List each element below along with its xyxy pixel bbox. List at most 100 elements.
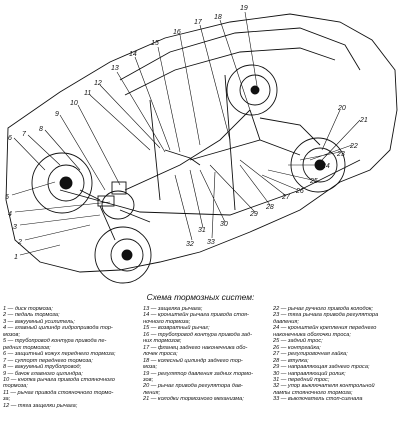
legend-item: мозов; [3, 331, 21, 338]
legend-column-2: 13 — защелка рычага; 14 — кронштейн рыча… [143, 306, 272, 428]
legend-item: тормоза; [3, 383, 28, 390]
car-window-line [124, 47, 336, 96]
legend-item: 31 — передний трос; [273, 376, 330, 383]
legend-item: 22 — рычаг ручного привода колодок; [273, 306, 373, 312]
rear-brake-line [124, 109, 251, 191]
figure-caption: Схема тормозных систем: [146, 292, 255, 302]
front-right-wheel [94, 226, 152, 284]
legend-item: за; [3, 396, 11, 403]
legend-item: 28 — втулка; [273, 357, 309, 364]
handbrake-cables [189, 109, 301, 161]
callout-leaders [11, 11, 361, 256]
legend-item: 2 — педаль тормоза; [3, 312, 60, 319]
callout-29: 29 [249, 211, 258, 218]
legend-item: 4 — главный цилиндр гидропривода тор- [3, 325, 113, 332]
callout-30: 30 [220, 221, 228, 228]
callout-6: 6 [8, 135, 12, 142]
front-left-wheel [31, 152, 93, 214]
reservoir [111, 181, 127, 195]
legend-item: 20 — рычаг привода регулятора дав- [143, 383, 243, 390]
callout-27: 27 [281, 194, 291, 201]
callout-11: 11 [84, 90, 91, 97]
legend-item: 12 — тяга защелки рычага; [3, 402, 78, 409]
pressure-regulator-rod [259, 117, 321, 146]
legend-item: 24 — кронштейн крепления переднего [273, 325, 377, 332]
callout-8: 8 [39, 126, 43, 133]
legend-item: ночного тормоза; [143, 318, 191, 325]
legend-column-1: 1 — диск тормоза; 2 — педаль тормоза; 3 … [3, 306, 142, 428]
legend-item: 9 — бачок главного цилиндра; [3, 370, 83, 377]
callout-4: 4 [8, 211, 12, 218]
legend-item: них тормозов; [143, 338, 182, 345]
legend-item: 30 — направляющий ролик; [273, 370, 346, 377]
callout-31: 31 [198, 227, 206, 234]
legend-item: 33 — выключатель стоп-сигнала [273, 396, 363, 403]
callout-2: 2 [17, 239, 22, 246]
car-roof-line [119, 27, 361, 81]
master-cylinder [97, 195, 115, 207]
legend-item: моза; [143, 364, 158, 371]
legend-item: 23 — тяга рычага привода регулятора [273, 312, 379, 319]
legend-item: 8 — вакуумный трубопровод; [3, 364, 82, 371]
legend-item: 29 — направляющая заднего троса; [273, 364, 370, 371]
car-door-line [149, 74, 236, 211]
car-body-outline [5, 13, 398, 273]
callout-20: 20 [337, 105, 346, 112]
legend-item: 26 — контргайка; [273, 344, 321, 351]
legend-item: 17 — фланец заднего наконечника обо- [143, 344, 248, 351]
legend-item: 25 — задний трос; [273, 338, 323, 345]
front-right-brake-disc [110, 238, 144, 272]
callout-22: 22 [349, 143, 358, 150]
legend-item: 10 — кнопка рычага привода стояночного [3, 376, 115, 383]
callout-15: 15 [151, 40, 159, 47]
legend-item: 1 — диск тормоза; [3, 306, 53, 312]
legend-item: 7 — суппорт переднего тормоза; [3, 357, 93, 364]
legend-item: 27 — регулировочная гайка; [273, 351, 348, 358]
legend-item: редних тормозов; [3, 344, 51, 351]
legend-item: 19 — регулятор давления задних тормо- [143, 370, 253, 377]
brake-system-diagram: 1 2 3 4 5 6 7 8 9 10 11 12 13 14 15 16 1… [5, 5, 398, 284]
callout-32: 32 [186, 241, 194, 248]
callout-26: 26 [295, 188, 304, 195]
legend-item: 6 — защитный кожух переднего тормоза; [3, 351, 116, 358]
front-brake-lines [79, 189, 151, 241]
callout-18: 18 [214, 14, 222, 21]
callout-12: 12 [94, 80, 102, 87]
callout-24: 24 [321, 163, 330, 170]
callout-10: 10 [70, 100, 78, 107]
callout-3: 3 [13, 224, 17, 231]
callout-16: 16 [173, 29, 181, 36]
legend-item: 5 — трубопровод контура привода пе- [3, 338, 107, 345]
callout-28: 28 [265, 204, 274, 211]
callout-5: 5 [5, 194, 9, 201]
legend-item: 15 — возвратный рычаг; [143, 325, 210, 332]
legend-item: 11 — рычаг привода стояночного тормо- [3, 389, 114, 396]
callout-labels: 1 2 3 4 5 6 7 8 9 10 11 12 13 14 15 16 1… [5, 5, 368, 261]
legend-item: зов; [143, 376, 154, 383]
legend-item: 3 — вакуумный усилитель; [3, 318, 75, 325]
legend-item: лампы стояночного тормоза; [273, 389, 353, 396]
legend-item: 32 — упор выключателя контрольной [273, 383, 375, 390]
legend-item: лочек троса; [143, 351, 178, 358]
callout-9: 9 [55, 111, 59, 118]
handbrake-lever [164, 149, 201, 166]
callout-23: 23 [336, 151, 345, 158]
legend-item: наконечника оболочки троса; [273, 331, 351, 338]
legend-item: 18 — колесный цилиндр заднего тор- [143, 357, 243, 364]
callout-17: 17 [194, 19, 203, 26]
callout-25: 25 [309, 178, 318, 185]
legend-column-3: 22 — рычаг ручного привода колодок; 23 —… [273, 306, 401, 428]
callout-13: 13 [111, 65, 119, 72]
callout-21: 21 [359, 117, 368, 124]
callout-33: 33 [207, 239, 215, 246]
car-sill-line [59, 159, 361, 216]
legend-item: 14 — кронштейн рычага привода стоя- [143, 312, 249, 319]
callout-1: 1 [14, 254, 18, 261]
front-left-brake-disc [47, 164, 85, 202]
legend-item: 13 — защелка рычага; [143, 306, 203, 312]
vacuum-booster [101, 190, 135, 220]
legend-item: давления; [273, 318, 299, 325]
callout-19: 19 [240, 5, 248, 12]
callout-7: 7 [22, 131, 27, 138]
